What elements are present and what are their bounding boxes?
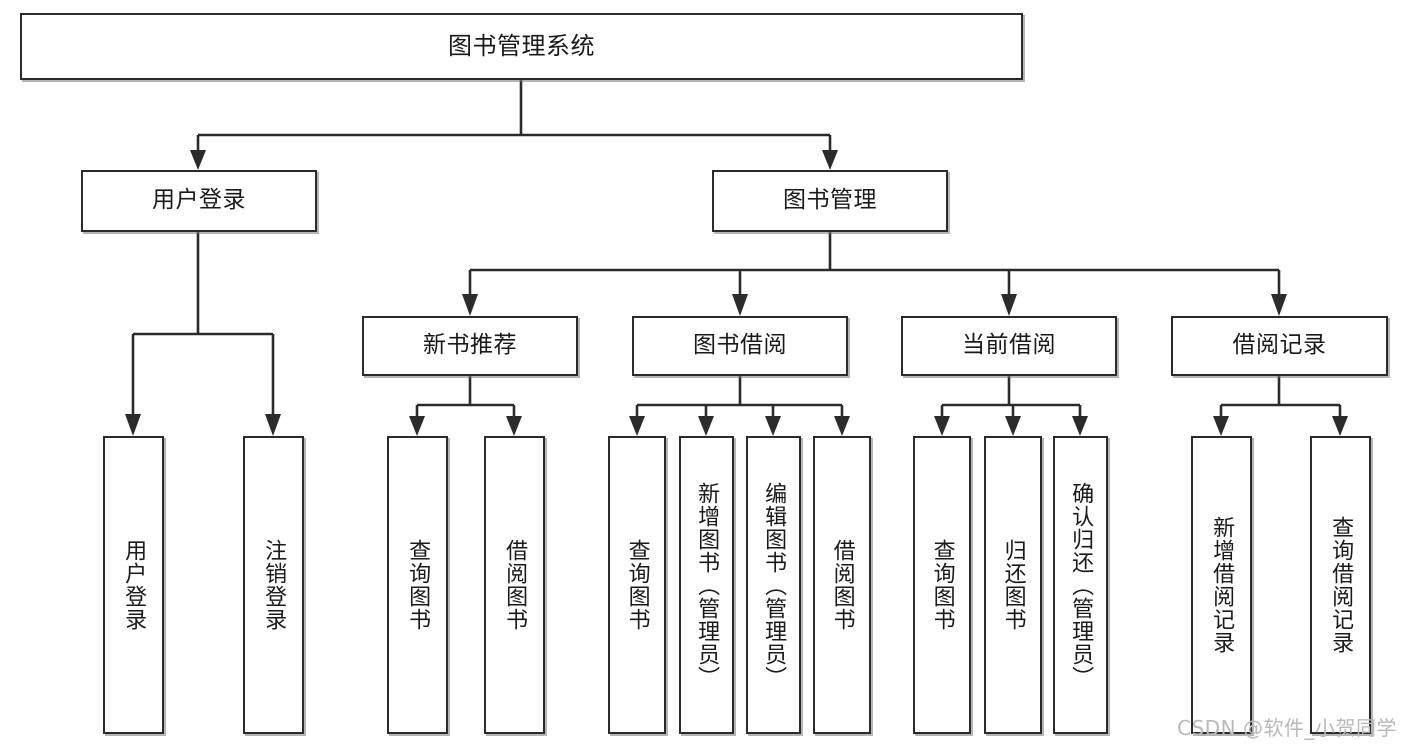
node-leaf-query-book-current[interactable]: 查询图书	[913, 436, 971, 734]
arrow-leaf-edit-book	[765, 416, 781, 436]
arrow-book-manage	[822, 150, 838, 170]
node-book-manage[interactable]: 图书管理	[712, 170, 948, 232]
node-leaf-query-book-borrow[interactable]: 查询图书	[608, 436, 666, 734]
arrow-leaf-borrow-book	[834, 416, 850, 436]
arrow-new-book-recommend	[462, 294, 478, 316]
arrow-user-login	[190, 150, 206, 170]
arrow-leaf-return-book	[1005, 416, 1021, 436]
arrow-current-borrow	[1001, 294, 1017, 316]
node-label: 归还图书	[1000, 539, 1026, 631]
node-label: 确认归还（管理员）	[1068, 481, 1094, 689]
node-leaf-confirm-return[interactable]: 确认归还（管理员）	[1053, 436, 1108, 734]
node-label: 查询图书	[624, 539, 650, 631]
node-label: 查询借阅记录	[1328, 516, 1354, 654]
arrow-borrow-record	[1271, 294, 1287, 316]
node-leaf-edit-book[interactable]: 编辑图书（管理员）	[746, 436, 801, 734]
node-leaf-logout[interactable]: 注销登录	[243, 436, 304, 734]
arrow-leaf-user-login	[125, 414, 141, 436]
node-label: 注销登录	[261, 539, 287, 631]
node-label: 编辑图书（管理员）	[761, 481, 787, 689]
node-label: 用户登录	[152, 187, 246, 214]
node-label: 图书管理系统	[448, 32, 595, 61]
node-new-book-recommend[interactable]: 新书推荐	[362, 316, 578, 376]
arrow-leaf-confirm-return	[1072, 416, 1088, 436]
arrow-leaf-query-borrow-record	[1332, 416, 1348, 436]
node-label: 查询图书	[405, 539, 431, 631]
node-leaf-query-borrow-record[interactable]: 查询借阅记录	[1310, 436, 1371, 734]
arrow-book-borrow	[732, 294, 748, 316]
node-label: 新增图书（管理员）	[694, 481, 720, 689]
arrow-leaf-query-book-current	[934, 416, 950, 436]
arrow-leaf-add-book	[698, 416, 714, 436]
node-label: 新增借阅记录	[1209, 516, 1235, 654]
node-leaf-add-book[interactable]: 新增图书（管理员）	[679, 436, 734, 734]
node-borrow-record[interactable]: 借阅记录	[1171, 316, 1388, 376]
node-label: 新书推荐	[423, 332, 517, 359]
node-label: 查询图书	[929, 539, 955, 631]
node-label: 用户登录	[121, 539, 147, 631]
watermark-text: CSDN @软件_小贺同学	[1177, 716, 1397, 740]
node-leaf-borrow-book[interactable]: 借阅图书	[813, 436, 871, 734]
arrow-leaf-query-book-recommend	[409, 416, 425, 436]
node-book-borrow[interactable]: 图书借阅	[632, 316, 848, 376]
arrow-leaf-query-book-borrow	[629, 416, 645, 436]
node-leaf-user-login[interactable]: 用户登录	[103, 436, 164, 734]
node-label: 借阅图书	[502, 539, 528, 631]
node-root[interactable]: 图书管理系统	[20, 13, 1023, 80]
arrow-leaf-add-borrow-record	[1213, 416, 1229, 436]
node-current-borrow[interactable]: 当前借阅	[901, 316, 1117, 376]
node-label: 当前借阅	[962, 332, 1056, 359]
arrow-leaf-logout	[265, 414, 281, 436]
node-leaf-borrow-book-recommend[interactable]: 借阅图书	[484, 436, 545, 734]
node-label: 借阅图书	[829, 539, 855, 631]
node-label: 图书管理	[783, 187, 877, 214]
node-label: 图书借阅	[693, 332, 787, 359]
node-user-login[interactable]: 用户登录	[81, 170, 317, 232]
node-leaf-add-borrow-record[interactable]: 新增借阅记录	[1191, 436, 1252, 734]
arrow-leaf-borrow-book-recommend	[506, 416, 522, 436]
node-label: 借阅记录	[1232, 332, 1327, 359]
node-leaf-return-book[interactable]: 归还图书	[984, 436, 1042, 734]
node-leaf-query-book-recommend[interactable]: 查询图书	[387, 436, 448, 734]
